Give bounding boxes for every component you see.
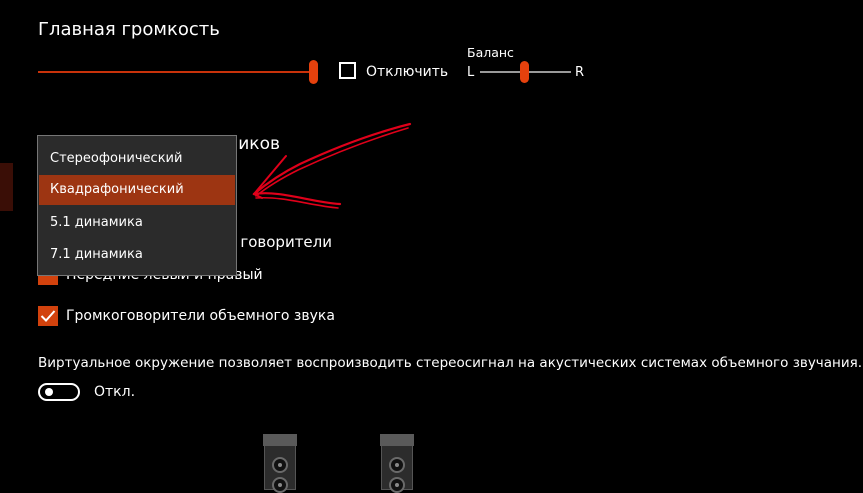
balance-right-label: R	[575, 65, 585, 80]
option-quad[interactable]: Квадрафонический	[39, 175, 235, 205]
annotation-arrow-icon	[252, 122, 412, 209]
nav-accent	[0, 163, 13, 211]
virtual-surround-toggle-label: Откл.	[94, 384, 136, 400]
master-volume-thumb[interactable]	[309, 60, 318, 84]
virtual-surround-description: Виртуальное окружение позволяет воспроиз…	[38, 355, 863, 371]
speakers-heading: говорители	[240, 233, 332, 251]
speaker-config-title: иков	[238, 134, 280, 154]
balance-left-label: L	[467, 65, 475, 80]
mute-label: Отключить	[366, 64, 449, 80]
check-icon	[40, 310, 56, 322]
speaker-right-image	[380, 434, 414, 493]
balance-title: Баланс	[467, 45, 514, 60]
virtual-surround-toggle[interactable]	[38, 383, 80, 401]
option-stereo[interactable]: Стереофонический	[50, 151, 183, 166]
option-5-1[interactable]: 5.1 динамика	[50, 215, 143, 230]
surround-speakers-checkbox[interactable]	[38, 306, 58, 326]
balance-thumb[interactable]	[520, 61, 529, 83]
master-volume-track[interactable]	[38, 71, 314, 73]
toggle-knob	[45, 388, 53, 396]
mute-checkbox[interactable]	[339, 62, 356, 79]
option-7-1[interactable]: 7.1 динамика	[50, 247, 143, 262]
speaker-config-dropdown[interactable]: Стереофонический Квадрафонический 5.1 ди…	[37, 135, 237, 276]
speaker-left-image	[263, 434, 297, 493]
page-title: Главная громкость	[38, 19, 220, 40]
surround-speakers-label: Громкоговорители объемного звука	[66, 308, 335, 324]
